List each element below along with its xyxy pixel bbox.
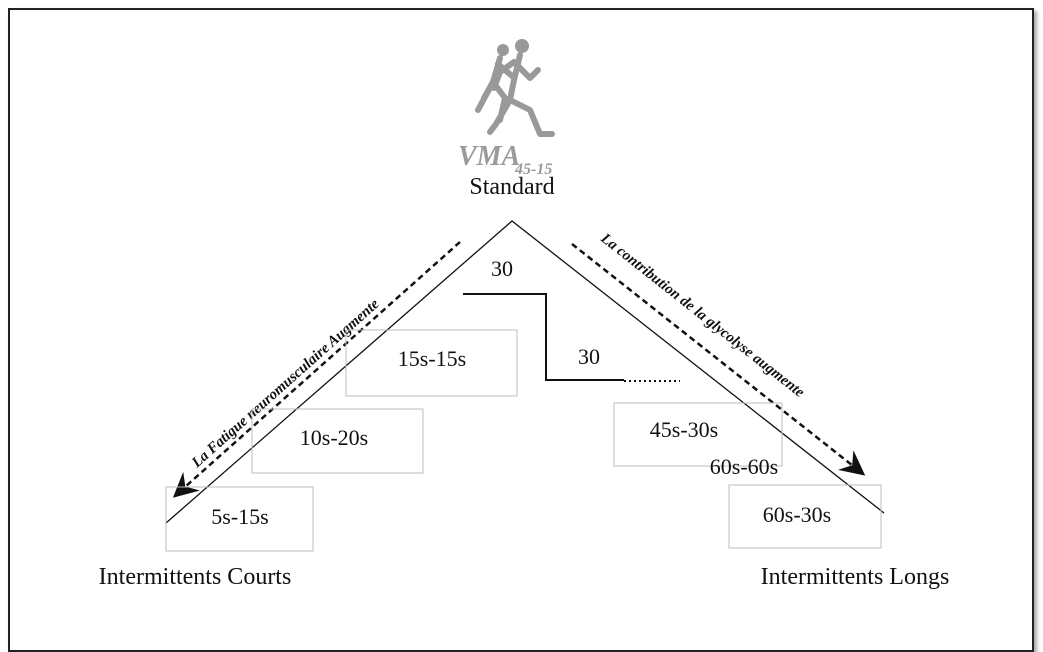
protocol-label: 60s-30s [763,502,831,527]
protocol-box-5s-15s: 5s-15s [165,486,314,552]
step-label-bottom: 30 [578,344,600,369]
protocol-box-15s-15s: 15s-15s [345,329,518,397]
protocol-label: 10s-20s [300,425,368,450]
protocol-label: 45s-30s [650,417,718,442]
diagram-frame [8,8,1034,652]
intermittents-longs-label: Intermittents Longs [761,564,950,590]
right-dashed-arrow [571,243,866,476]
main-triangle-lines [165,220,885,524]
intermittents-courts-label: Intermittents Courts [99,564,292,590]
protocol-label: 5s-15s [211,504,268,529]
left-dashed-arrow [172,241,461,498]
logo-text: VMA [458,141,520,172]
protocol-box-60s-30s: 60s-30s [728,484,882,549]
protocol-label: 15s-15s [398,346,466,371]
intermittent-training-diagram: VMA 45-15 Standard La Fatigue neuromuscu… [99,39,950,590]
standard-label: Standard [469,174,554,200]
logo-subscript: 45-15 [514,161,552,178]
step-line [463,293,624,381]
step-label-top: 30 [491,256,513,281]
runners-logo-icon [475,39,555,137]
right-arrow-label: La contribution de la glycolyse augmente [597,230,808,401]
protocol-label-60s-60s: 60s-60s [710,454,778,479]
protocol-box-45s-30s: 45s-30s [613,402,783,467]
protocol-box-10s-20s: 10s-20s [251,408,424,474]
